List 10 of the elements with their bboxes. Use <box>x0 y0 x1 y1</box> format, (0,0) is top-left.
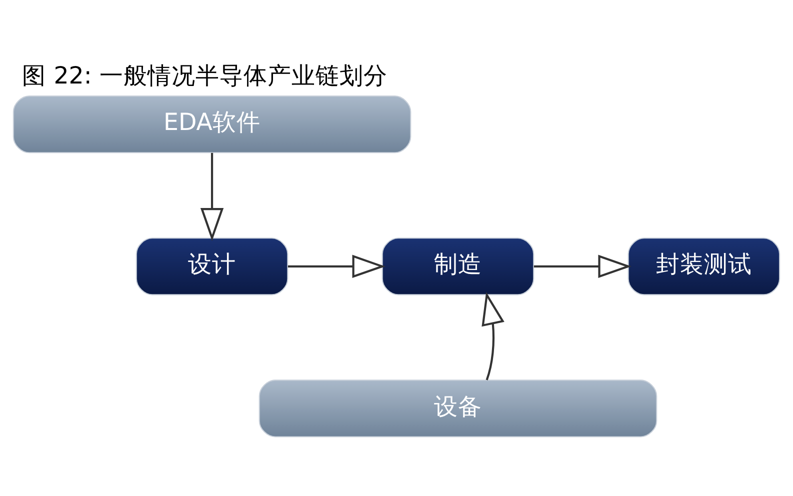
node-box: 设计 <box>136 238 288 296</box>
node-box: EDA软件 <box>12 96 412 154</box>
diagram-title: 图 22: 一般情况半导体产业链划分 <box>22 61 388 90</box>
arrow <box>534 254 632 278</box>
arrow <box>482 292 504 380</box>
node-box: 制造 <box>382 238 534 296</box>
node-box: 封装测试 <box>628 238 780 296</box>
arrow <box>288 254 386 278</box>
arrow <box>200 152 224 242</box>
node-box: 设备 <box>258 380 658 438</box>
